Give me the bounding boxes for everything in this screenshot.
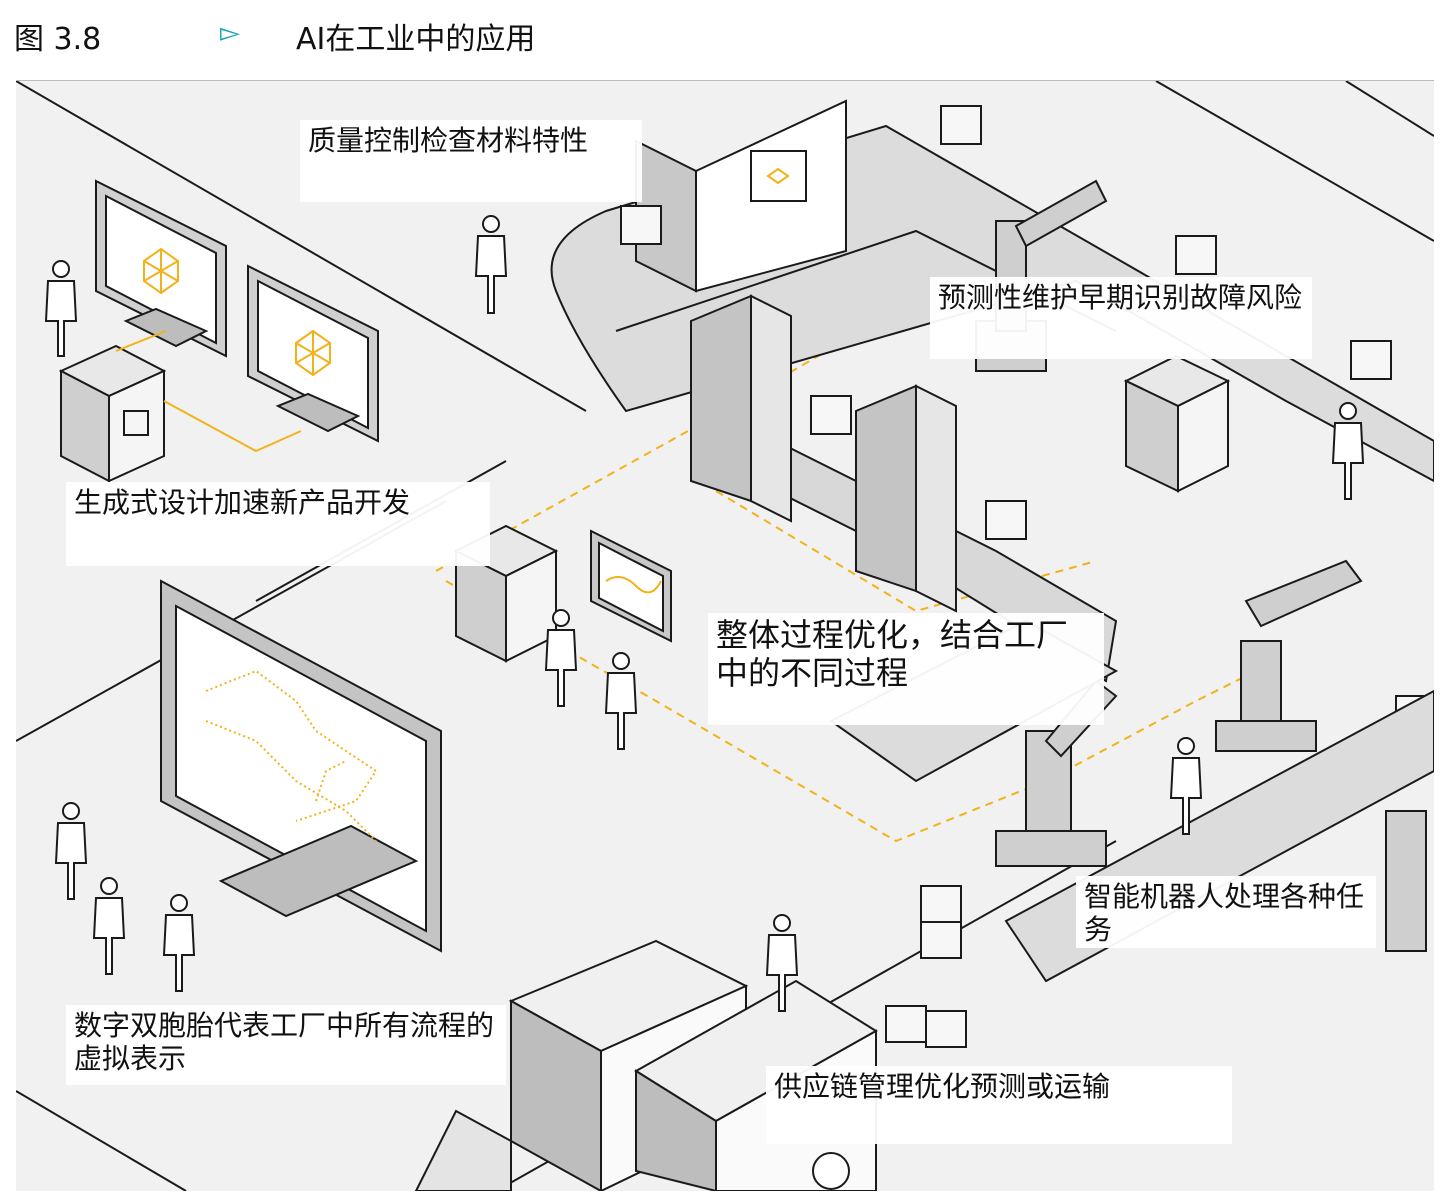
delivery-trucks bbox=[414, 939, 878, 1191]
robot-arms bbox=[975, 179, 1427, 952]
workers bbox=[44, 215, 1365, 1012]
callout-process-optimization: 整体过程优化，结合工厂中的不同过程 bbox=[708, 613, 1104, 725]
play-triangle-icon: ▻ bbox=[220, 18, 240, 48]
callout-quality-control: 质量控制检查材料特性 bbox=[300, 120, 642, 202]
figure-number: 图 3.8 bbox=[14, 22, 102, 57]
callout-generative-design: 生成式设计加速新产品开发 bbox=[66, 482, 490, 566]
factory-illustration: 质量控制检查材料特性 预测性维护早期识别故障风险 生成式设计加速新产品开发 整体… bbox=[16, 81, 1434, 1191]
inspection-gates bbox=[690, 294, 957, 613]
stacked-boxes bbox=[885, 885, 967, 1048]
maintenance-machine bbox=[1123, 354, 1231, 493]
design-links bbox=[115, 330, 302, 453]
callout-digital-twin: 数字双胞胎代表工厂中所有流程的虚拟表示 bbox=[66, 1005, 506, 1085]
scanner-booth bbox=[635, 99, 847, 293]
figure-header: 图 3.8 ▻ AI在工业中的应用 bbox=[0, 0, 1449, 80]
callout-smart-robots: 智能机器人处理各种任务 bbox=[1076, 876, 1376, 948]
figure-title: AI在工业中的应用 bbox=[296, 22, 536, 57]
design-monitor-left bbox=[95, 179, 227, 358]
compute-server bbox=[58, 344, 167, 483]
digital-twin-monitor bbox=[160, 579, 442, 953]
callout-supply-chain: 供应链管理优化预测或运输 bbox=[766, 1066, 1232, 1144]
conveyor-boxes bbox=[620, 105, 1434, 735]
header-divider bbox=[16, 80, 1434, 81]
callout-predictive-maintenance: 预测性维护早期识别故障风险 bbox=[930, 277, 1312, 359]
design-monitor-right bbox=[247, 264, 379, 443]
